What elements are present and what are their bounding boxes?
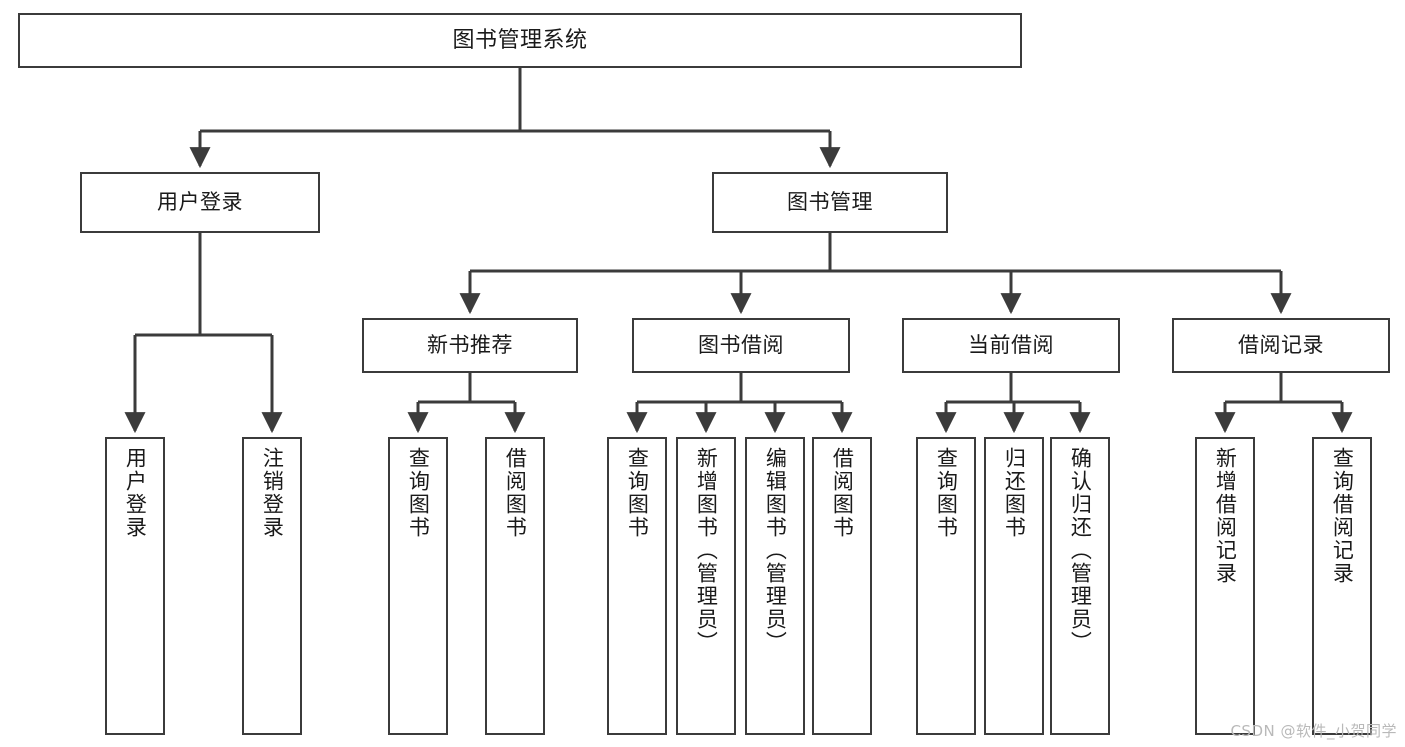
node-book-management[interactable]: 图书管理: [712, 172, 948, 233]
node-leaf-return-book[interactable]: 归还图书: [984, 437, 1044, 735]
node-label: 查询借阅记录: [1330, 447, 1355, 585]
node-current-borrow[interactable]: 当前借阅: [902, 318, 1120, 373]
node-leaf-edit-book[interactable]: 编辑图书（管理员）: [745, 437, 805, 735]
node-label: 查询图书: [406, 447, 431, 539]
node-leaf-add-borrow-record[interactable]: 新增借阅记录: [1195, 437, 1255, 735]
node-label: 确认归还（管理员）: [1068, 447, 1093, 654]
node-label: 新书推荐: [427, 333, 513, 358]
node-book-borrow[interactable]: 图书借阅: [632, 318, 850, 373]
node-label: 用户登录: [123, 447, 148, 539]
node-label: 图书管理系统: [452, 27, 588, 53]
node-label: 查询图书: [934, 447, 959, 539]
node-label: 新增图书（管理员）: [694, 447, 719, 654]
node-label: 新增借阅记录: [1213, 447, 1238, 585]
node-label: 借阅图书: [503, 447, 528, 539]
node-new-book-recommend[interactable]: 新书推荐: [362, 318, 578, 373]
node-label: 借阅图书: [830, 447, 855, 539]
node-leaf-borrow-book[interactable]: 借阅图书: [812, 437, 872, 735]
node-leaf-query-borrow-record[interactable]: 查询借阅记录: [1312, 437, 1372, 735]
node-leaf-borrow-book-recommend[interactable]: 借阅图书: [485, 437, 545, 735]
node-leaf-query-book-recommend[interactable]: 查询图书: [388, 437, 448, 735]
node-borrow-record[interactable]: 借阅记录: [1172, 318, 1390, 373]
csdn-watermark: CSDN @软件_小贺同学: [1230, 722, 1397, 740]
node-label: 归还图书: [1002, 447, 1027, 539]
node-label: 图书借阅: [698, 333, 784, 358]
node-leaf-query-book-borrow[interactable]: 查询图书: [607, 437, 667, 735]
node-label: 图书管理: [787, 190, 873, 215]
node-user-login[interactable]: 用户登录: [80, 172, 320, 233]
node-label: 查询图书: [625, 447, 650, 539]
node-leaf-user-login[interactable]: 用户登录: [105, 437, 165, 735]
node-leaf-add-book[interactable]: 新增图书（管理员）: [676, 437, 736, 735]
node-label: 用户登录: [157, 190, 243, 215]
node-leaf-logout-login[interactable]: 注销登录: [242, 437, 302, 735]
node-label: 借阅记录: [1238, 333, 1324, 358]
node-label: 编辑图书（管理员）: [763, 447, 788, 654]
node-leaf-confirm-return[interactable]: 确认归还（管理员）: [1050, 437, 1110, 735]
node-label: 注销登录: [260, 447, 285, 539]
node-label: 当前借阅: [968, 333, 1054, 358]
node-leaf-query-book-current[interactable]: 查询图书: [916, 437, 976, 735]
node-root-book-management-system[interactable]: 图书管理系统: [18, 13, 1022, 68]
